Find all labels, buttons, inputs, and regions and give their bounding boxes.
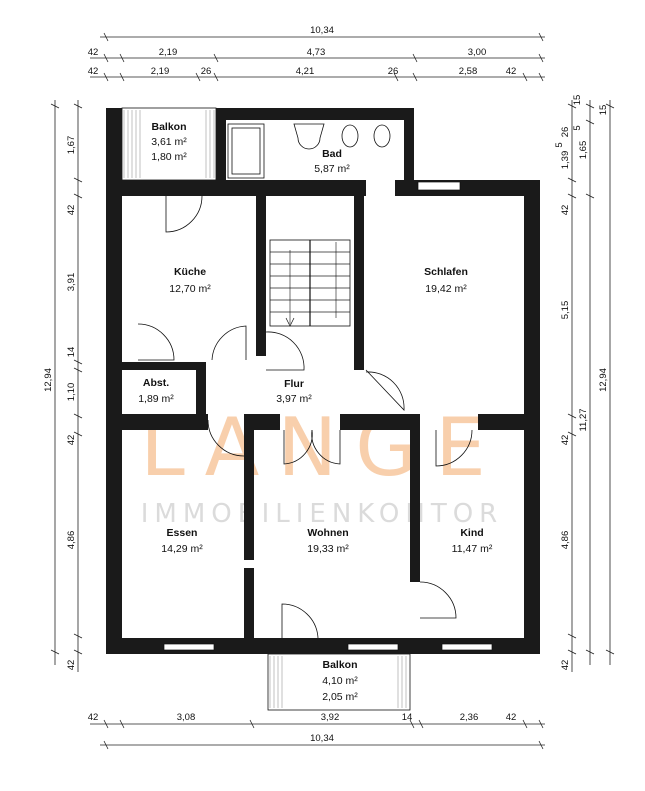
dim-right-e: 5 <box>572 125 583 130</box>
walls <box>106 108 540 654</box>
room-wohnen-area: 19,33 m² <box>307 543 349 555</box>
dim-bottom-d: 14 <box>402 712 413 723</box>
dim-left-f: 42 <box>66 435 77 446</box>
dim-right-b: 5 <box>554 142 565 147</box>
dim-bottom-f: 42 <box>506 712 517 723</box>
dim-right-g: 15 <box>572 95 583 106</box>
dim-bottom-a: 42 <box>88 712 99 723</box>
dim-right-j: 42 <box>560 435 571 446</box>
dim-left-e: 1,10 <box>66 383 77 402</box>
dim-top-total: 10,34 <box>310 25 334 36</box>
dim-right-total: 12,94 <box>598 368 609 392</box>
left-dimensions: 12,94 1,67 42 3,91 14 1,10 42 4,86 42 <box>43 100 83 672</box>
room-flur-area: 3,97 m² <box>276 393 312 405</box>
dim-top2-f: 2,58 <box>459 66 478 77</box>
dim-top2-a: 42 <box>88 66 99 77</box>
room-wohnen-name: Wohnen <box>307 527 348 539</box>
dim-right-h: 42 <box>560 205 571 216</box>
dim-right-l: 42 <box>560 660 571 671</box>
room-balkon-top-name: Balkon <box>151 121 186 133</box>
dim-right-c: 26 <box>560 127 571 138</box>
dim-top1-a: 42 <box>88 47 99 58</box>
room-abst-area: 1,89 m² <box>138 393 174 405</box>
right-dimensions: 1,39 5 26 42 5,15 42 4,86 42 1,65 5 11,2… <box>554 95 615 672</box>
windows <box>163 181 493 651</box>
dim-right-k: 4,86 <box>560 531 571 550</box>
dim-left-d: 14 <box>66 347 77 358</box>
dim-left-c: 3,91 <box>66 273 77 292</box>
room-kueche-name: Küche <box>174 266 206 278</box>
room-balkon-top-area2: 1,80 m² <box>151 151 187 163</box>
dim-right-a: 1,39 <box>560 151 571 170</box>
balcony-bottom <box>267 653 411 711</box>
dim-bottom-b: 3,08 <box>177 712 196 723</box>
room-bad-name: Bad <box>322 148 342 160</box>
dim-top2-c: 26 <box>201 66 212 77</box>
dim-left-g: 4,86 <box>66 531 77 550</box>
dim-top2-e: 26 <box>388 66 399 77</box>
dim-left-total: 12,94 <box>43 368 54 392</box>
room-essen-name: Essen <box>167 527 198 539</box>
room-balkon-bottom-name: Balkon <box>322 659 357 671</box>
dim-right-sub: 11,27 <box>578 408 589 431</box>
dim-top1-c: 4,73 <box>307 47 326 58</box>
dim-bottom-c: 3,92 <box>321 712 340 723</box>
dim-top1-b: 2,19 <box>159 47 178 58</box>
dim-left-h: 42 <box>66 660 77 671</box>
staircase <box>269 239 351 327</box>
room-flur-name: Flur <box>284 378 304 390</box>
doors <box>137 195 473 639</box>
top-dimensions: 10,34 42 2,19 4,73 3,00 42 2,19 26 4,21 … <box>88 25 545 82</box>
watermark-tagline: IMMOBILIENKONTOR <box>141 499 504 529</box>
dim-right-d: 1,65 <box>578 141 589 160</box>
room-essen-area: 14,29 m² <box>161 543 203 555</box>
dim-top2-d: 4,21 <box>296 66 315 77</box>
room-kueche-area: 12,70 m² <box>169 283 211 295</box>
dim-top2-b: 2,19 <box>151 66 170 77</box>
dim-left-a: 1,67 <box>66 136 77 155</box>
room-balkon-bottom-area: 4,10 m² <box>322 675 358 687</box>
room-schlafen-name: Schlafen <box>424 266 468 278</box>
room-kind-area: 11,47 m² <box>452 543 493 555</box>
dim-left-b: 42 <box>66 205 77 216</box>
room-bad-area: 5,87 m² <box>314 163 350 175</box>
room-balkon-top-area: 3,61 m² <box>151 136 187 148</box>
dim-bottom-total: 10,34 <box>310 733 334 744</box>
dim-bottom-e: 2,36 <box>460 712 479 723</box>
room-balkon-bottom-area2: 2,05 m² <box>322 691 358 703</box>
dim-top2-g: 42 <box>506 66 517 77</box>
bottom-dimensions: 42 3,08 3,92 14 2,36 42 10,34 <box>88 712 545 750</box>
dim-right-f: 15 <box>598 105 609 116</box>
dim-top1-d: 3,00 <box>468 47 487 58</box>
balcony-top <box>121 107 217 181</box>
room-labels: Balkon 3,61 m² 1,80 m² Bad 5,87 m² Küche… <box>138 121 493 703</box>
room-abst-name: Abst. <box>143 377 169 389</box>
room-kind-name: Kind <box>460 527 483 539</box>
bathroom-fixtures <box>227 123 391 179</box>
room-schlafen-area: 19,42 m² <box>425 283 467 295</box>
dim-right-i: 5,15 <box>560 301 571 320</box>
